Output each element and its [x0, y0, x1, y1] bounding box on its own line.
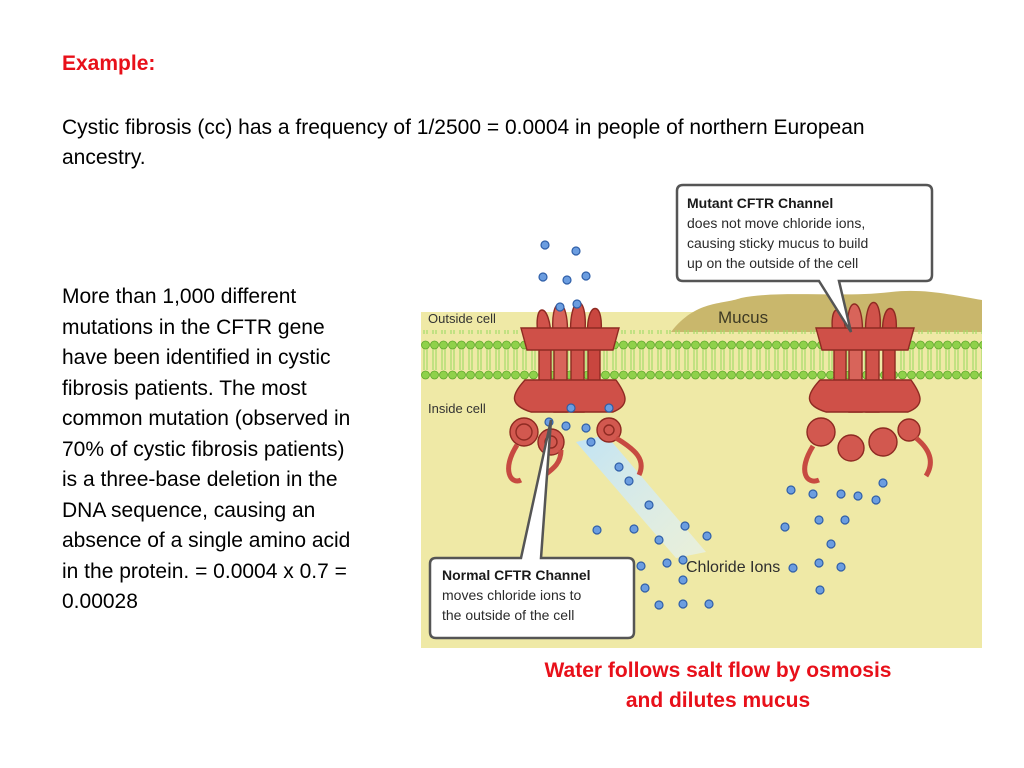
mutation-paragraph: More than 1,000 different mutations in t… — [62, 285, 351, 613]
normal-callout-title: Normal CFTR Channel — [442, 567, 591, 583]
cftr-diagram: Outside cell Inside cell Mucus Chloride … — [421, 180, 982, 648]
mutant-callout-line: causing sticky mucus to build — [687, 235, 868, 251]
caption-line: and dilutes mucus — [625, 689, 811, 712]
example-heading: Example: — [62, 52, 156, 75]
normal-callout-line: the outside of the cell — [442, 607, 574, 623]
normal-callout-line: moves chloride ions to — [442, 587, 582, 603]
caption-line: Water follows salt flow by osmosis — [544, 659, 892, 682]
ion-flow-stream — [576, 435, 706, 558]
inside-cell-label: Inside cell — [428, 401, 486, 416]
mutant-callout: Mutant CFTR Channel does not move chlori… — [675, 183, 934, 333]
chloride-ions — [538, 240, 888, 610]
figure-caption: Water follows salt flow by osmosis and d… — [480, 656, 956, 716]
mucus-layer — [671, 290, 982, 332]
mutant-callout-line: does not move chloride ions, — [687, 215, 865, 231]
intro-paragraph: Cystic fibrosis (cc) has a frequency of … — [62, 116, 865, 169]
mucus-label: Mucus — [718, 308, 768, 327]
chloride-ions-label: Chloride Ions — [686, 559, 780, 576]
normal-callout: Normal CFTR Channel moves chloride ions … — [428, 419, 636, 640]
mutant-callout-title: Mutant CFTR Channel — [687, 195, 833, 211]
mutant-callout-line: up on the outside of the cell — [687, 255, 858, 271]
normal-cftr-channel — [506, 301, 644, 484]
outside-cell-label: Outside cell — [428, 311, 496, 326]
